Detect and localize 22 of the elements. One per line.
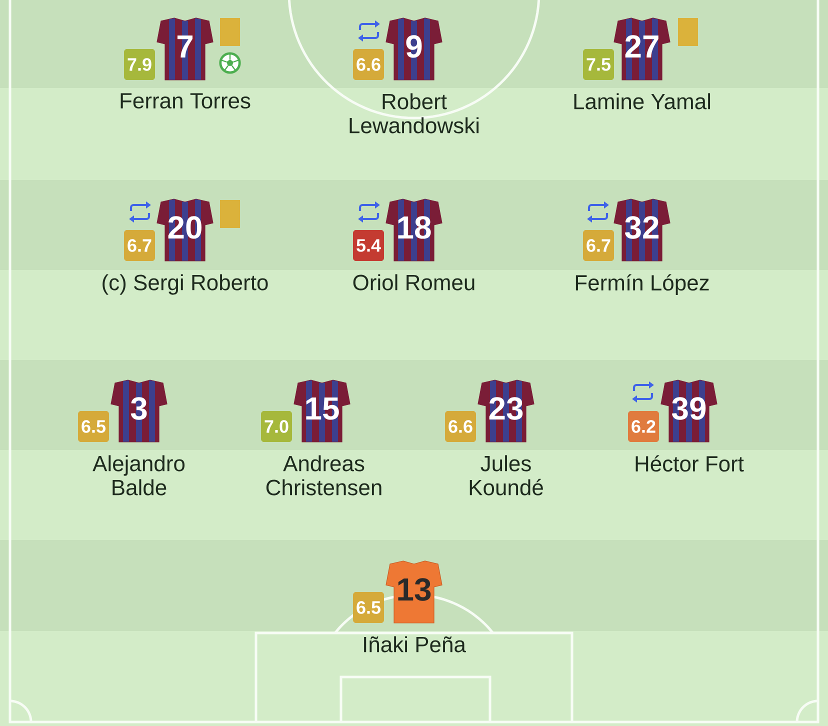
player-name: Héctor Fort [636,455,744,472]
rating-badge: 7.0 [261,411,292,442]
player-name: Fermín López [576,274,709,295]
player-name: Robert Lewandowski [350,93,479,134]
rating-badge: 6.2 [628,411,659,442]
rating-badge: 6.5 [353,592,384,623]
player-name: Andreas Christensen [266,455,382,496]
rating-badge: 7.5 [583,49,614,80]
rating-badge: 6.6 [353,49,384,80]
player-name: Ferran Torres [120,93,250,109]
rating-badge: 6.7 [583,230,614,261]
player-name: Oriol Romeu [353,274,474,290]
rating-badge: 7.9 [124,49,155,80]
rating-badge: 5.4 [353,230,384,261]
player-name: Lamine Yamal [574,93,710,110]
player-name: Alejandro Balde [92,455,185,496]
player-name: (c) Sergi Roberto [102,274,268,295]
rating-badge: 6.6 [445,411,476,442]
player-name: Jules Koundé [470,455,543,496]
player-name: Iñaki Peña [364,636,466,652]
rating-badge: 6.7 [124,230,155,261]
rating-badge: 6.5 [78,411,109,442]
